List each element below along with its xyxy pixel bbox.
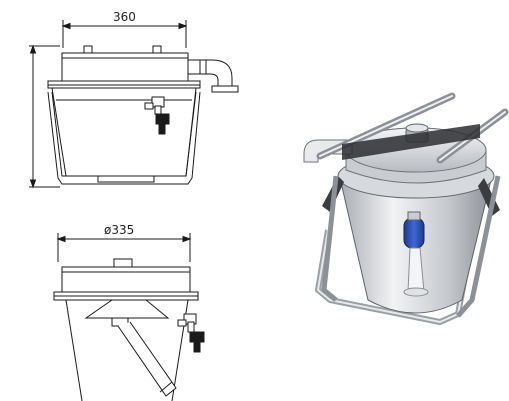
- inner-tube: [117, 321, 177, 397]
- width-dimension-label: 360: [113, 10, 136, 24]
- lid-knob: [83, 45, 93, 54]
- lid-body: [61, 266, 191, 293]
- product-render: [303, 92, 509, 325]
- bottom-view: ø335: [53, 223, 205, 401]
- lid-knob: [152, 45, 162, 54]
- top-view: 360: [29, 10, 239, 189]
- frame-rail: [321, 175, 339, 302]
- clamp-bracket: [342, 124, 480, 160]
- blue-valve: [403, 217, 425, 249]
- side-bracket: [478, 178, 500, 216]
- internal-funnel: [84, 299, 170, 319]
- width-dimension: [61, 20, 188, 48]
- lid-top: [113, 258, 133, 268]
- bucket-wall-left: [65, 299, 83, 401]
- drain-tap: [177, 313, 205, 353]
- frame-rail: [456, 175, 501, 318]
- bucket-body: [51, 87, 197, 177]
- diameter-dimension: [56, 233, 192, 262]
- diameter-dimension-label: ø335: [104, 223, 134, 237]
- drain-tap: [144, 96, 170, 135]
- lid-body: [61, 52, 189, 82]
- carrying-frame: [47, 91, 201, 185]
- height-dimension: [29, 44, 60, 189]
